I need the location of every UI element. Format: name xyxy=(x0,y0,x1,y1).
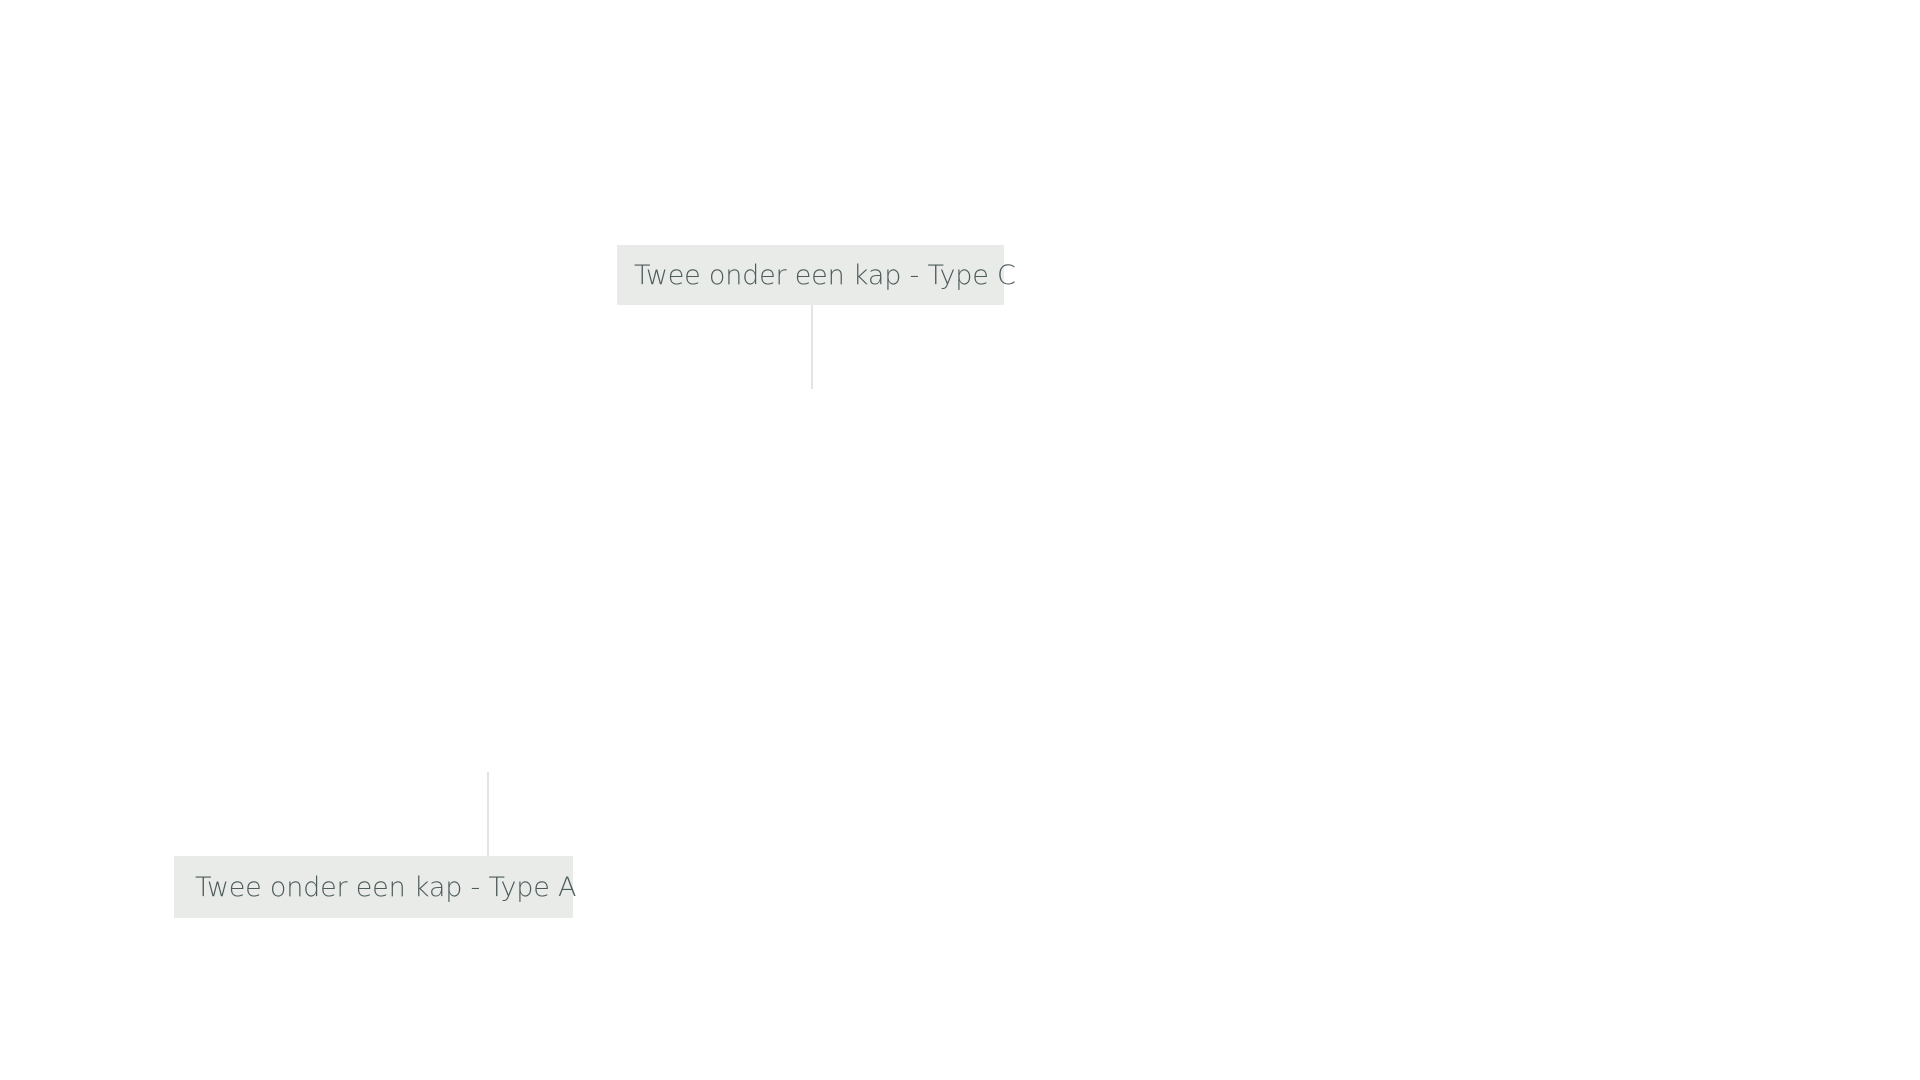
house-type-a-label-text: Twee onder een kap - Type A xyxy=(195,871,577,903)
house-type-c-label[interactable]: Twee onder een kap - Type C xyxy=(617,245,1016,305)
house-type-a-label[interactable]: Twee onder een kap - Type A xyxy=(174,856,577,918)
house-type-c-connector-line xyxy=(811,305,813,389)
house-type-a-connector-line xyxy=(487,772,489,856)
house-type-c-label-text: Twee onder een kap - Type C xyxy=(634,259,1016,291)
